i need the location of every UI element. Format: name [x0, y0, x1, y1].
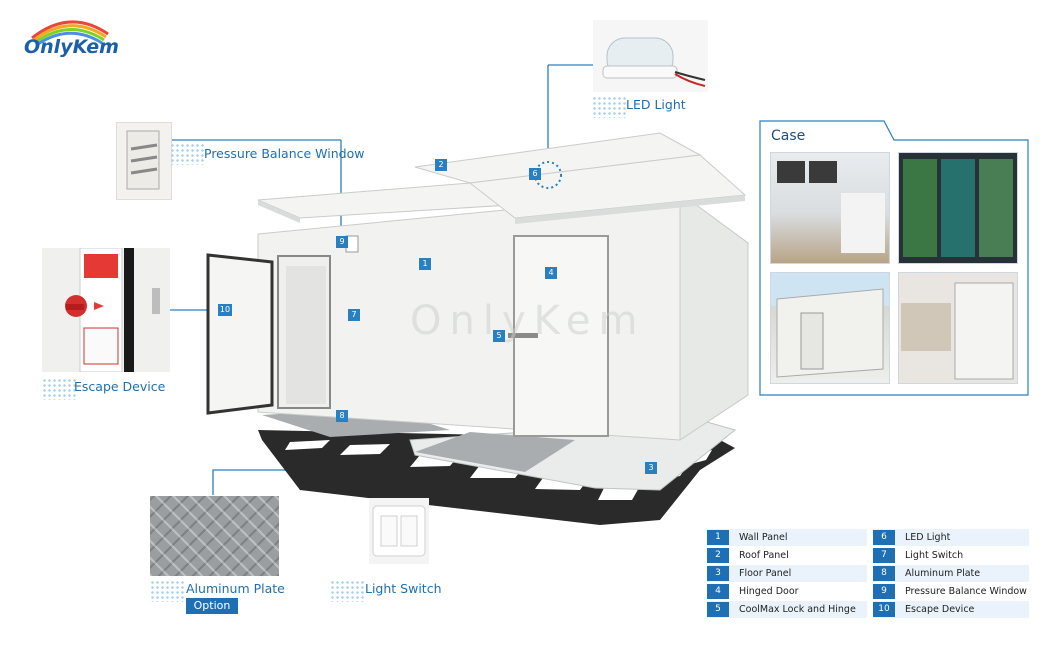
led-light-label: LED Light: [626, 97, 686, 112]
decor-dots: [592, 96, 626, 118]
decor-dots: [330, 580, 364, 602]
marker-10: 10: [218, 304, 232, 316]
rainbow-icon: [31, 20, 109, 46]
legend-label: Aluminum Plate: [905, 568, 981, 579]
legend-number: 5: [707, 602, 729, 617]
marker-2: 2: [435, 159, 447, 171]
legend-right: 6 LED Light 7 Light Switch 8 Aluminum Plate…: [873, 529, 1029, 619]
case-panel: Case: [759, 120, 1029, 396]
marker-7: 7: [348, 309, 360, 321]
legend-item: 7 Light Switch: [873, 547, 1029, 564]
brand-name: OnlyKem: [24, 36, 119, 58]
legend-number: 3: [707, 566, 729, 581]
escape-device-label: Escape Device: [74, 379, 166, 394]
case-photo: [898, 152, 1018, 264]
marker-8: 8: [336, 410, 348, 422]
decor-dots: [42, 378, 76, 400]
legend-item: 6 LED Light: [873, 529, 1029, 546]
legend-label: Roof Panel: [739, 550, 789, 561]
legend-item: 3 Floor Panel: [707, 565, 867, 582]
legend-number: 10: [873, 602, 895, 617]
legend-label: Escape Device: [905, 604, 975, 615]
legend-number: 9: [873, 584, 895, 599]
legend-item: 8 Aluminum Plate: [873, 565, 1029, 582]
legend-item: 10 Escape Device: [873, 601, 1029, 618]
legend-item: 9 Pressure Balance Window: [873, 583, 1029, 600]
case-title: Case: [771, 128, 806, 144]
led-light-photo: [593, 20, 708, 92]
legend-left: 1 Wall Panel 2 Roof Panel 3 Floor Panel 4 Hi…: [707, 529, 867, 619]
legend-number: 6: [873, 530, 895, 545]
marker-4: 4: [545, 267, 557, 279]
legend-number: 4: [707, 584, 729, 599]
legend-item: 4 Hinged Door: [707, 583, 867, 600]
pressure-window-photo: [116, 122, 172, 200]
marker-9: 9: [336, 236, 348, 248]
legend-label: CoolMax Lock and Hinge: [739, 604, 856, 615]
marker-5: 5: [493, 330, 505, 342]
legend-item: 5 CoolMax Lock and Hinge: [707, 601, 867, 618]
marker-6: 6: [529, 168, 541, 180]
legend-label: Hinged Door: [739, 586, 799, 597]
escape-device-photo: [42, 247, 170, 373]
decor-dots: [150, 580, 184, 602]
aluminum-plate-photo: [150, 496, 279, 576]
light-switch-label: Light Switch: [365, 581, 442, 596]
legend-label: Floor Panel: [739, 568, 792, 579]
case-photo: [770, 152, 890, 264]
marker-3: 3: [645, 462, 657, 474]
legend-number: 8: [873, 566, 895, 581]
case-photo: [770, 272, 890, 384]
legend-number: 7: [873, 548, 895, 563]
legend-item: 2 Roof Panel: [707, 547, 867, 564]
option-badge: Option: [186, 598, 238, 614]
watermark: OnlyKem: [410, 298, 646, 344]
decor-dots: [170, 143, 204, 165]
legend-label: LED Light: [905, 532, 951, 543]
marker-1: 1: [419, 258, 431, 270]
case-photo: [898, 272, 1018, 384]
light-switch-photo: [369, 498, 429, 564]
legend-item: 1 Wall Panel: [707, 529, 867, 546]
pressure-window-label: Pressure Balance Window: [204, 146, 365, 161]
legend-label: Wall Panel: [739, 532, 788, 543]
legend-number: 1: [707, 530, 729, 545]
aluminum-plate-label: Aluminum Plate: [186, 581, 285, 596]
legend-label: Light Switch: [905, 550, 964, 561]
legend-number: 2: [707, 548, 729, 563]
legend-label: Pressure Balance Window: [905, 586, 1027, 597]
brand-logo: OnlyKem: [20, 10, 120, 60]
